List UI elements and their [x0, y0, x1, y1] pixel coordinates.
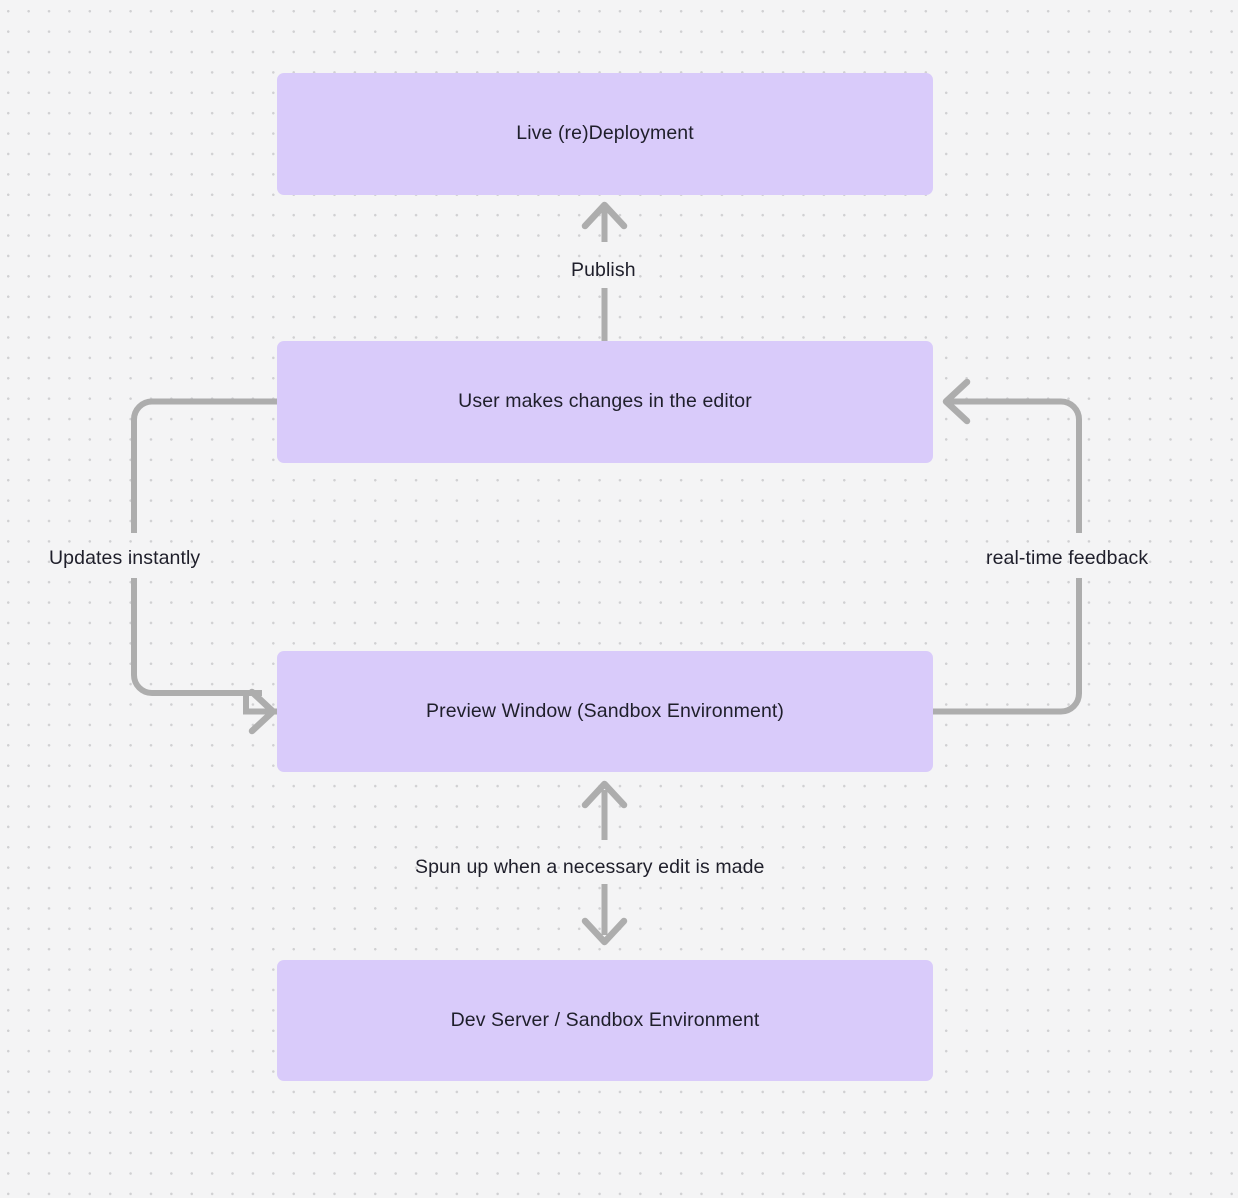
arrowhead-up-icon — [581, 201, 628, 230]
arrowhead-right-icon — [248, 688, 277, 735]
edge-label-spun-up: Spun up when a necessary edit is made — [415, 856, 765, 878]
arrowhead-down-icon — [581, 917, 628, 946]
arrowhead-up-icon — [581, 780, 628, 809]
node-live-deployment-label: Live (re)Deployment — [516, 122, 694, 145]
edge-label-publish: Publish — [571, 259, 636, 281]
node-user-changes-label: User makes changes in the editor — [458, 390, 752, 413]
node-preview-window-label: Preview Window (Sandbox Environment) — [426, 699, 784, 722]
edge-label-real-time-feedback: real-time feedback — [986, 547, 1149, 569]
node-dev-server[interactable]: Dev Server / Sandbox Environment — [277, 960, 933, 1081]
node-dev-server-label: Dev Server / Sandbox Environment — [450, 1008, 760, 1031]
node-live-deployment[interactable]: Live (re)Deployment — [277, 73, 933, 195]
edge-label-updates-instantly: Updates instantly — [49, 547, 201, 569]
node-user-changes[interactable]: User makes changes in the editor — [277, 341, 933, 463]
arrowhead-left-icon — [942, 378, 971, 425]
node-preview-window[interactable]: Preview Window (Sandbox Environment) — [277, 651, 933, 772]
